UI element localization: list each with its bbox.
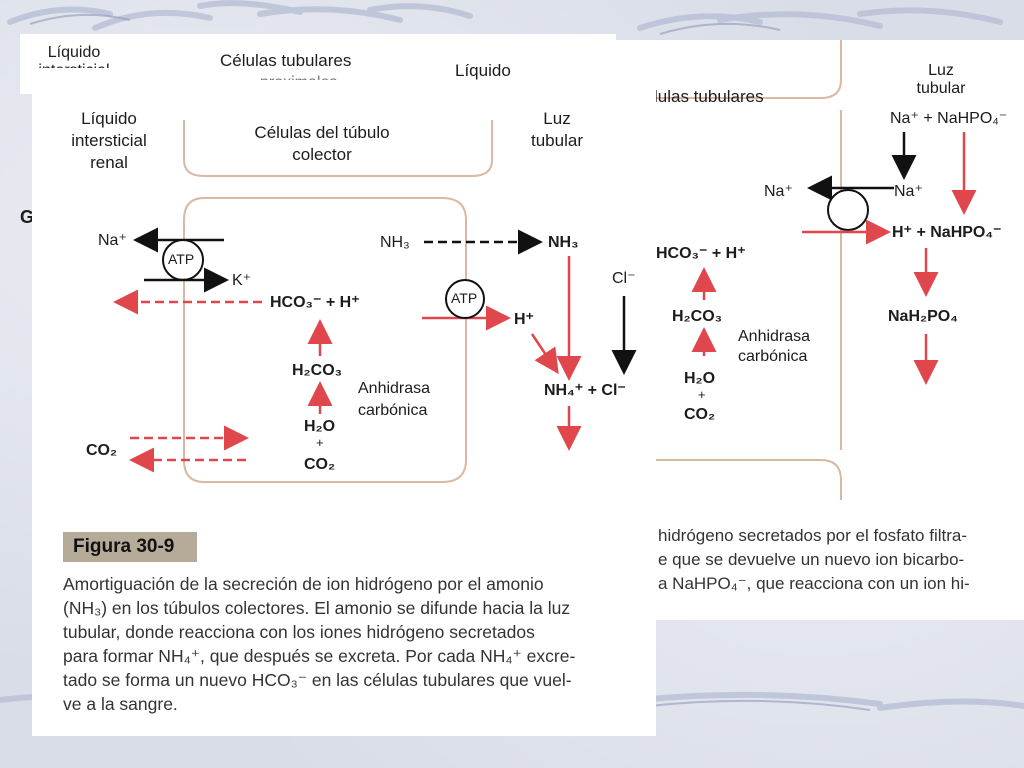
front-h2o-label: H₂O [304,418,336,435]
back-right-h2o: H₂O [684,370,716,387]
front-cl-top-label: Cl⁻ [612,270,636,287]
back-right-anhidrasa-1: Anhidrasa [738,328,811,345]
back-figure-right-panel: lulas tubulares Luz tubular Na⁺ + NaHPO₄… [616,40,1024,620]
front-caption-line-2: (NH₃) en los túbulos colectores. El amon… [63,598,571,618]
front-diagram [113,120,637,483]
back-right-anhidrasa-2: carbónica [738,348,808,365]
front-nh4-cl-label: NH₄⁺ + Cl⁻ [544,382,626,399]
back-right-h-nahpo4: H⁺ + NaHPO₄⁻ [892,224,1002,241]
front-k-label: K⁺ [232,272,252,289]
front-header-interstitial-2: intersticial [71,131,147,150]
front-co2-cell-label: CO₂ [304,456,336,473]
back-caption-line-3: a NaHPO₄⁻, que reacciona con un ion hi- [658,574,970,593]
front-anhidrasa-label-2: carbónica [358,402,428,419]
back-header-liquid: Líquido [455,61,511,80]
front-co2-left-label: CO₂ [86,442,118,459]
front-h2co3-label: H₂CO₃ [292,362,343,379]
front-nh3-cell-label: NH₃ [380,234,410,251]
front-header-cells-1: Células del túbulo [254,123,390,142]
back-caption-line-1: hidrógeno secretados por el fosfato filt… [658,526,968,545]
back-right-h2co3: H₂CO₃ [672,308,723,325]
back-header-cells: Células tubulares [220,51,352,70]
front-caption-line-5: tado se forma un nuevo HCO₃⁻ en las célu… [63,670,572,690]
back-right-cells: lulas tubulares [654,87,764,106]
figure-number-label: Figura 30-9 [63,532,197,562]
front-header-interstitial-3: renal [90,153,128,172]
back-right-na-left: Na⁺ [764,183,793,200]
front-na-label: Na⁺ [98,232,127,249]
front-caption-line-6: ve a la sangre. [63,694,178,714]
back-right-plus: + [698,387,706,402]
front-atp-left-label: ATP [168,251,195,267]
front-h-lumen-label: H⁺ [514,311,534,328]
back-right-lumen-1: Luz [928,62,954,79]
front-plus-label: + [316,435,324,450]
back-right-na-top: Na⁺ + NaHPO₄⁻ [890,110,1008,127]
front-header-lumen-1: Luz [543,109,571,128]
front-nh3-lumen-label: NH₃ [548,234,579,251]
back-right-na-right: Na⁺ [894,183,923,200]
front-hco3-h-label: HCO₃⁻ + H⁺ [270,294,360,311]
front-figure-panel: Líquido intersticial renal Células del t… [32,80,656,736]
front-anhidrasa-label-1: Anhidrasa [358,380,431,397]
front-atp-right-label: ATP [451,290,478,306]
front-header-interstitial-1: Líquido [81,109,137,128]
back-right-co2: CO₂ [684,406,716,423]
front-caption-line-4: para formar NH₄⁺, que después se excreta… [63,646,576,666]
back-right-nah2po4: NaH₂PO₄ [888,308,958,325]
front-caption-line-3: tubular, donde reacciona con los iones h… [63,622,535,642]
back-right-hco3-h: HCO₃⁻ + H⁺ [656,245,746,262]
back-caption-line-2: e que se devuelve un nuevo ion bicarbo- [658,550,965,569]
front-header-cells-2: colector [292,145,352,164]
front-header-lumen-2: tubular [531,131,583,150]
front-caption-line-1: Amortiguación de la secreción de ion hid… [63,574,544,594]
back-g-letter: G [20,207,35,227]
back-right-lumen-2: tubular [916,80,966,97]
back-right-diagram [656,40,977,500]
back-header-interstitial: Líquido intersticial [38,44,109,68]
